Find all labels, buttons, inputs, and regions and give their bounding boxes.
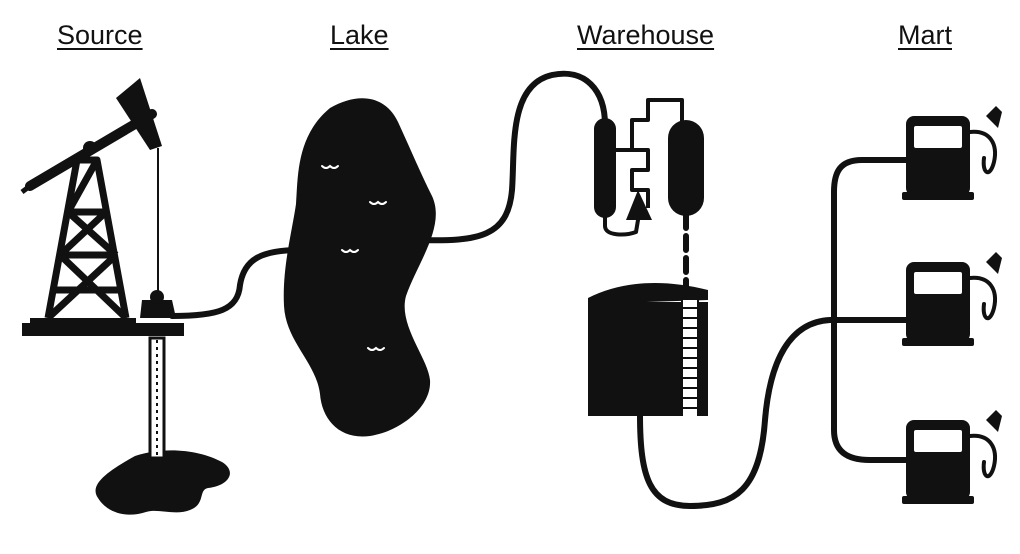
lake-body	[283, 98, 436, 437]
refinery-funnel	[626, 190, 652, 220]
fuel-pump-2	[900, 250, 1004, 348]
pipe-mart-trunk	[831, 157, 909, 463]
fuel-pump-1	[900, 104, 1004, 202]
pipes	[169, 70, 909, 509]
lake-icon	[283, 98, 436, 437]
platform	[22, 323, 184, 336]
pipe-source-to-lake	[169, 247, 303, 319]
lake-label: Lake	[330, 20, 389, 50]
pipe-lake-to-warehouse	[415, 70, 608, 244]
tank-roof	[588, 283, 708, 304]
pump-jack-icon	[20, 78, 230, 515]
warehouse-label: Warehouse	[577, 20, 715, 50]
source-label: Source	[57, 20, 143, 50]
wellhead	[140, 300, 176, 318]
tank-ladder	[681, 300, 699, 416]
refinery-icon	[594, 98, 704, 237]
storage-tank-icon	[588, 283, 708, 416]
refinery-column-right	[668, 120, 704, 216]
horse-head	[116, 78, 162, 150]
oil-puddle	[95, 450, 230, 515]
refinery-column-left	[594, 118, 616, 218]
fuel-pump-3	[900, 408, 1004, 506]
pipe-tank-to-pumps	[637, 317, 909, 509]
mart-label: Mart	[898, 20, 952, 50]
